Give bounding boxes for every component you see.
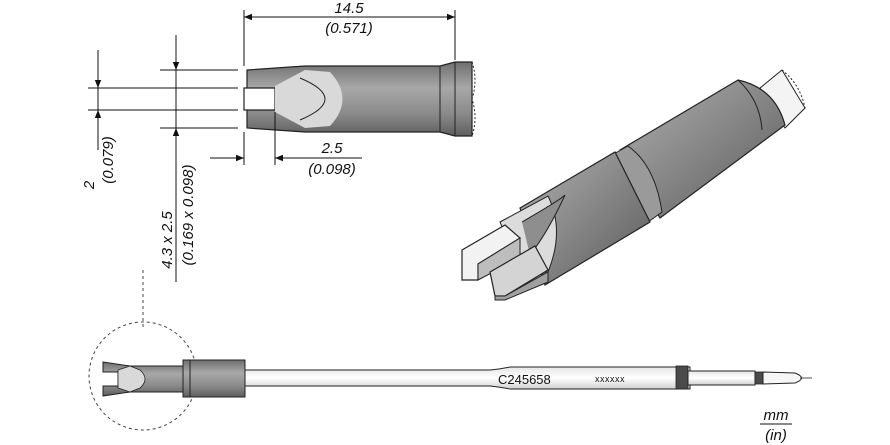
tip-3d-view	[461, 69, 806, 301]
units-in: (in)	[765, 427, 787, 444]
top-dimension-in: (0.571)	[325, 20, 373, 37]
slot-length-in: (0.098)	[308, 161, 356, 178]
slot-width-mm: 2	[81, 180, 98, 190]
dimension-extension-lines	[88, 69, 238, 129]
tip-section-mm: 4.3 x 2.5	[159, 211, 176, 269]
detail-callout	[88, 270, 198, 431]
top-dimension-mm: 14.5	[334, 0, 364, 17]
dimension-tip-section: 4.3 x 2.5 (0.169 x 0.098)	[159, 35, 197, 282]
slot-width-in: (0.079)	[100, 136, 117, 184]
tip-profile-view	[243, 61, 476, 137]
units-legend: mm (in)	[760, 407, 792, 444]
dimension-slot-length: 2.5 (0.098)	[210, 112, 362, 178]
dimension-top-length: 14.5 (0.571)	[243, 0, 456, 66]
serial-mark: xxxxxx	[595, 374, 625, 384]
units-mm: mm	[764, 407, 789, 424]
slot-length-mm: 2.5	[321, 140, 344, 157]
part-number: C245658	[498, 372, 551, 387]
tip-section-in: (0.169 x 0.098)	[180, 165, 197, 266]
full-tip-view: C245658 xxxxxx	[102, 359, 812, 398]
dimension-slot-width: 2 (0.079)	[81, 50, 117, 190]
